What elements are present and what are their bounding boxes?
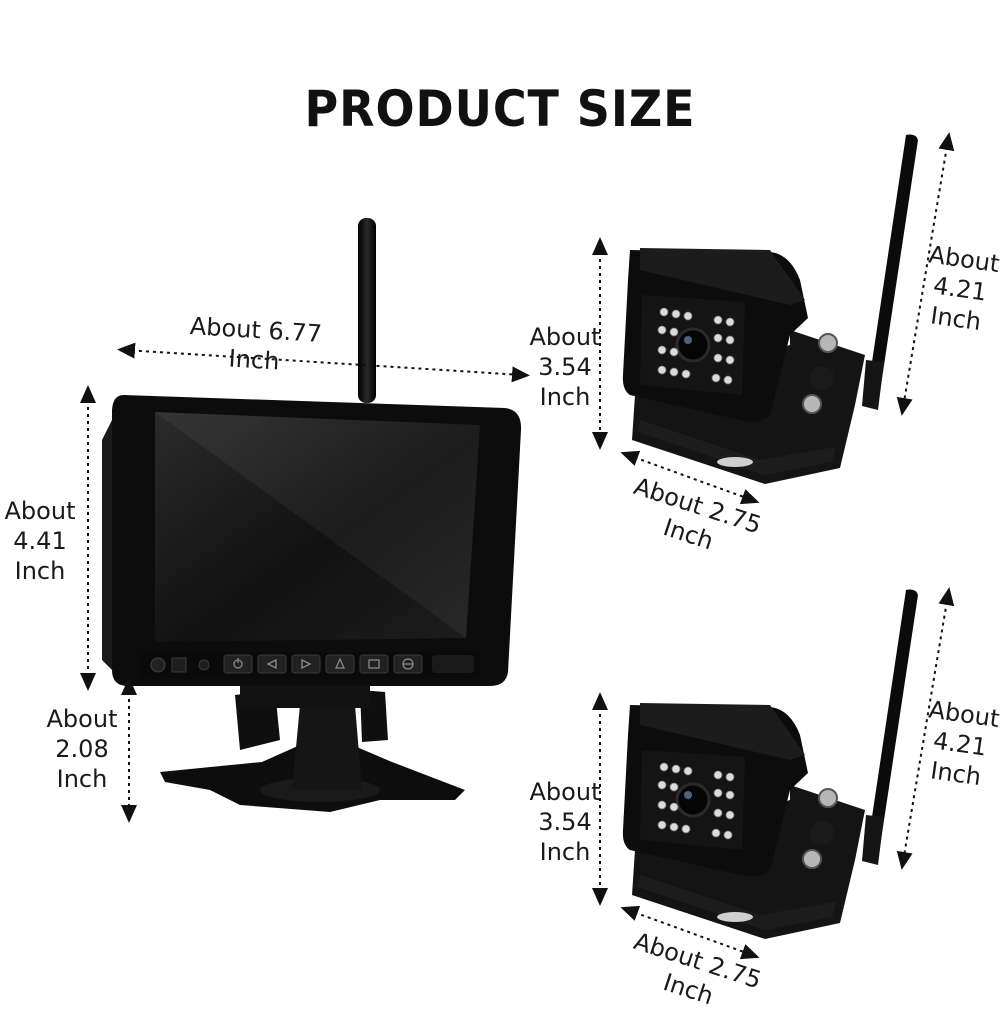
left-icon (257, 654, 287, 674)
camera-bottom-height-label: About 3.54 Inch (529, 778, 601, 866)
monitor-screen (155, 412, 480, 642)
monitor (102, 218, 522, 812)
monitor-width-label: About 6.77 Inch (189, 312, 323, 376)
camera-top-height-label: About 3.54 Inch (529, 323, 601, 411)
power-led (150, 657, 166, 673)
camera-top-antenna-label: About 4.21 Inch (927, 240, 1000, 337)
power-icon (223, 654, 253, 674)
product-illustration (80, 132, 955, 960)
mode-icon (325, 654, 355, 674)
monitor-stand-label: About 2.08 Inch (46, 705, 118, 793)
camera-bottom-antenna-label: About 4.21 Inch (927, 695, 1000, 792)
ir-sensor (171, 657, 187, 673)
dimension-lines (80, 132, 955, 960)
page-title: PRODUCT SIZE (304, 80, 696, 138)
monitor-antenna (358, 218, 376, 403)
right-icon (291, 654, 321, 674)
monitor-buttons (223, 654, 423, 674)
product-size-infographic: PRODUCT SIZE (4, 80, 1000, 1010)
camera-bottom (621, 588, 920, 941)
menu-icon (359, 654, 389, 674)
camera-top (622, 134, 918, 484)
camera-lens (675, 327, 711, 363)
monitor-stand-column (292, 705, 362, 790)
mic-hole (198, 659, 210, 671)
monitor-height-label: About 4.41 Inch (4, 497, 76, 585)
